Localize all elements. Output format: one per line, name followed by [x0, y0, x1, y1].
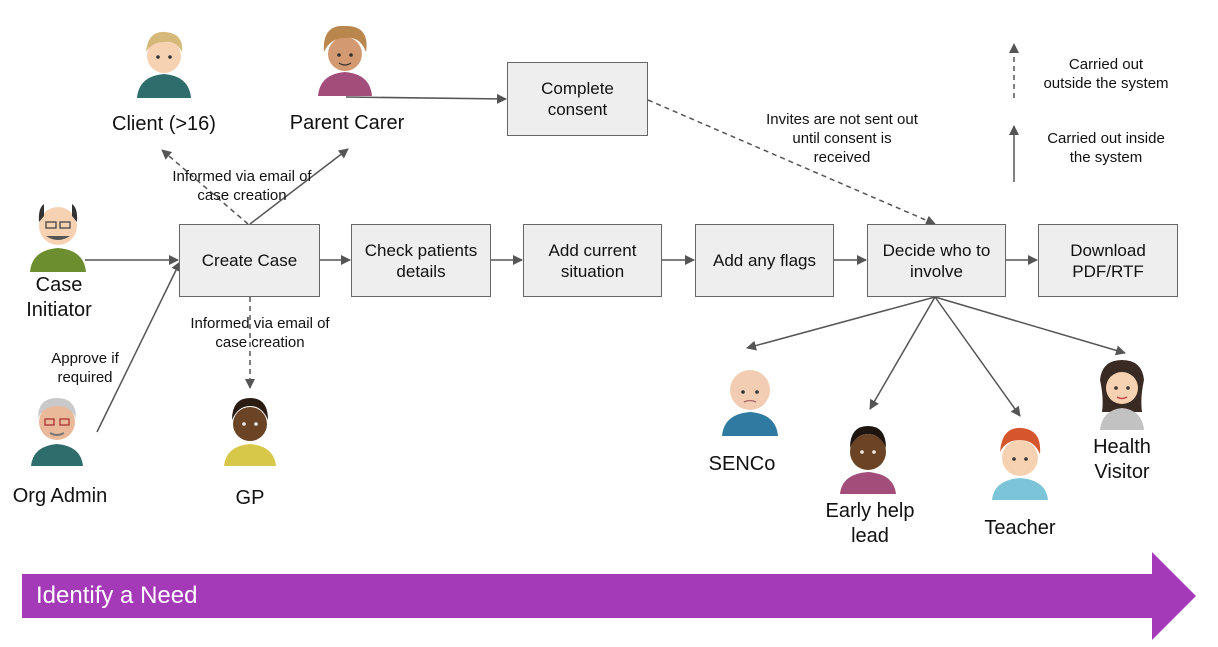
early-help-lead-avatar [840, 426, 896, 494]
arrow-orgadmin-to-create [96, 261, 181, 433]
download-box: Download PDF/RTF [1038, 224, 1178, 297]
add-situation-label: Add current situation [548, 240, 637, 281]
health-visitor-avatar [1100, 360, 1144, 430]
client-avatar [137, 31, 191, 98]
health-visitor-label: Health Visitor [1093, 436, 1151, 483]
org-admin-avatar [31, 398, 83, 466]
gp-avatar [224, 398, 276, 466]
arrow-decide-to-teacher [934, 296, 1021, 417]
arrow-decide-to-earlyhelp [869, 296, 936, 410]
add-flags-label: Add any flags [712, 251, 816, 270]
early-help-lead-label: Early help lead [825, 500, 915, 547]
add-flags-box: Add any flags [695, 224, 834, 297]
teacher-label: Teacher [984, 517, 1056, 539]
informed-note-top: Informed via email of case creation [172, 168, 312, 204]
complete-consent-label: Complete consent [541, 79, 614, 119]
arrow-create-to-client [161, 149, 249, 225]
teacher-avatar [992, 427, 1048, 500]
legend-inside-label: Carried out inside the system [1047, 130, 1165, 166]
check-details-box: Check patients details [351, 224, 491, 297]
parent-carer-label: Parent Carer [289, 112, 405, 134]
gp-label: GP [235, 487, 265, 509]
parent-carer-avatar [318, 25, 372, 96]
download-label: Download PDF/RTF [1070, 240, 1146, 281]
case-initiator-avatar [30, 204, 86, 272]
stage-banner-arrow [22, 552, 1196, 640]
arrow-create-to-parent [249, 148, 349, 225]
org-admin-label: Org Admin [12, 485, 108, 507]
arrow-decide-to-senco [746, 296, 936, 351]
invites-note: Invites are not sent out until consent i… [766, 111, 918, 166]
senco-avatar [722, 370, 778, 436]
approve-note: Approve if required [51, 350, 119, 386]
decide-involve-label: Decide who to involve [882, 240, 991, 281]
legend-outside-label: Carried out outside the system [1043, 56, 1169, 92]
arrow-parent-to-consent [345, 93, 507, 104]
add-situation-box: Add current situation [523, 224, 662, 297]
arrow-consent-to-decide [647, 99, 936, 226]
senco-label: SENCo [708, 453, 776, 475]
create-case-label: Create Case [201, 251, 298, 270]
arrow-decide-to-healthvisitor [934, 296, 1126, 356]
client-label: Client (>16) [112, 113, 216, 135]
decide-involve-box: Decide who to involve [867, 224, 1006, 297]
check-details-label: Check patients details [364, 240, 478, 281]
create-case-box: Create Case [179, 224, 320, 297]
complete-consent-box: Complete consent [507, 62, 648, 136]
informed-note-bottom: Informed via email of case creation [190, 315, 330, 351]
case-initiator-label: Case Initiator [26, 274, 92, 321]
stage-banner-label: Identify a Need [36, 582, 198, 609]
